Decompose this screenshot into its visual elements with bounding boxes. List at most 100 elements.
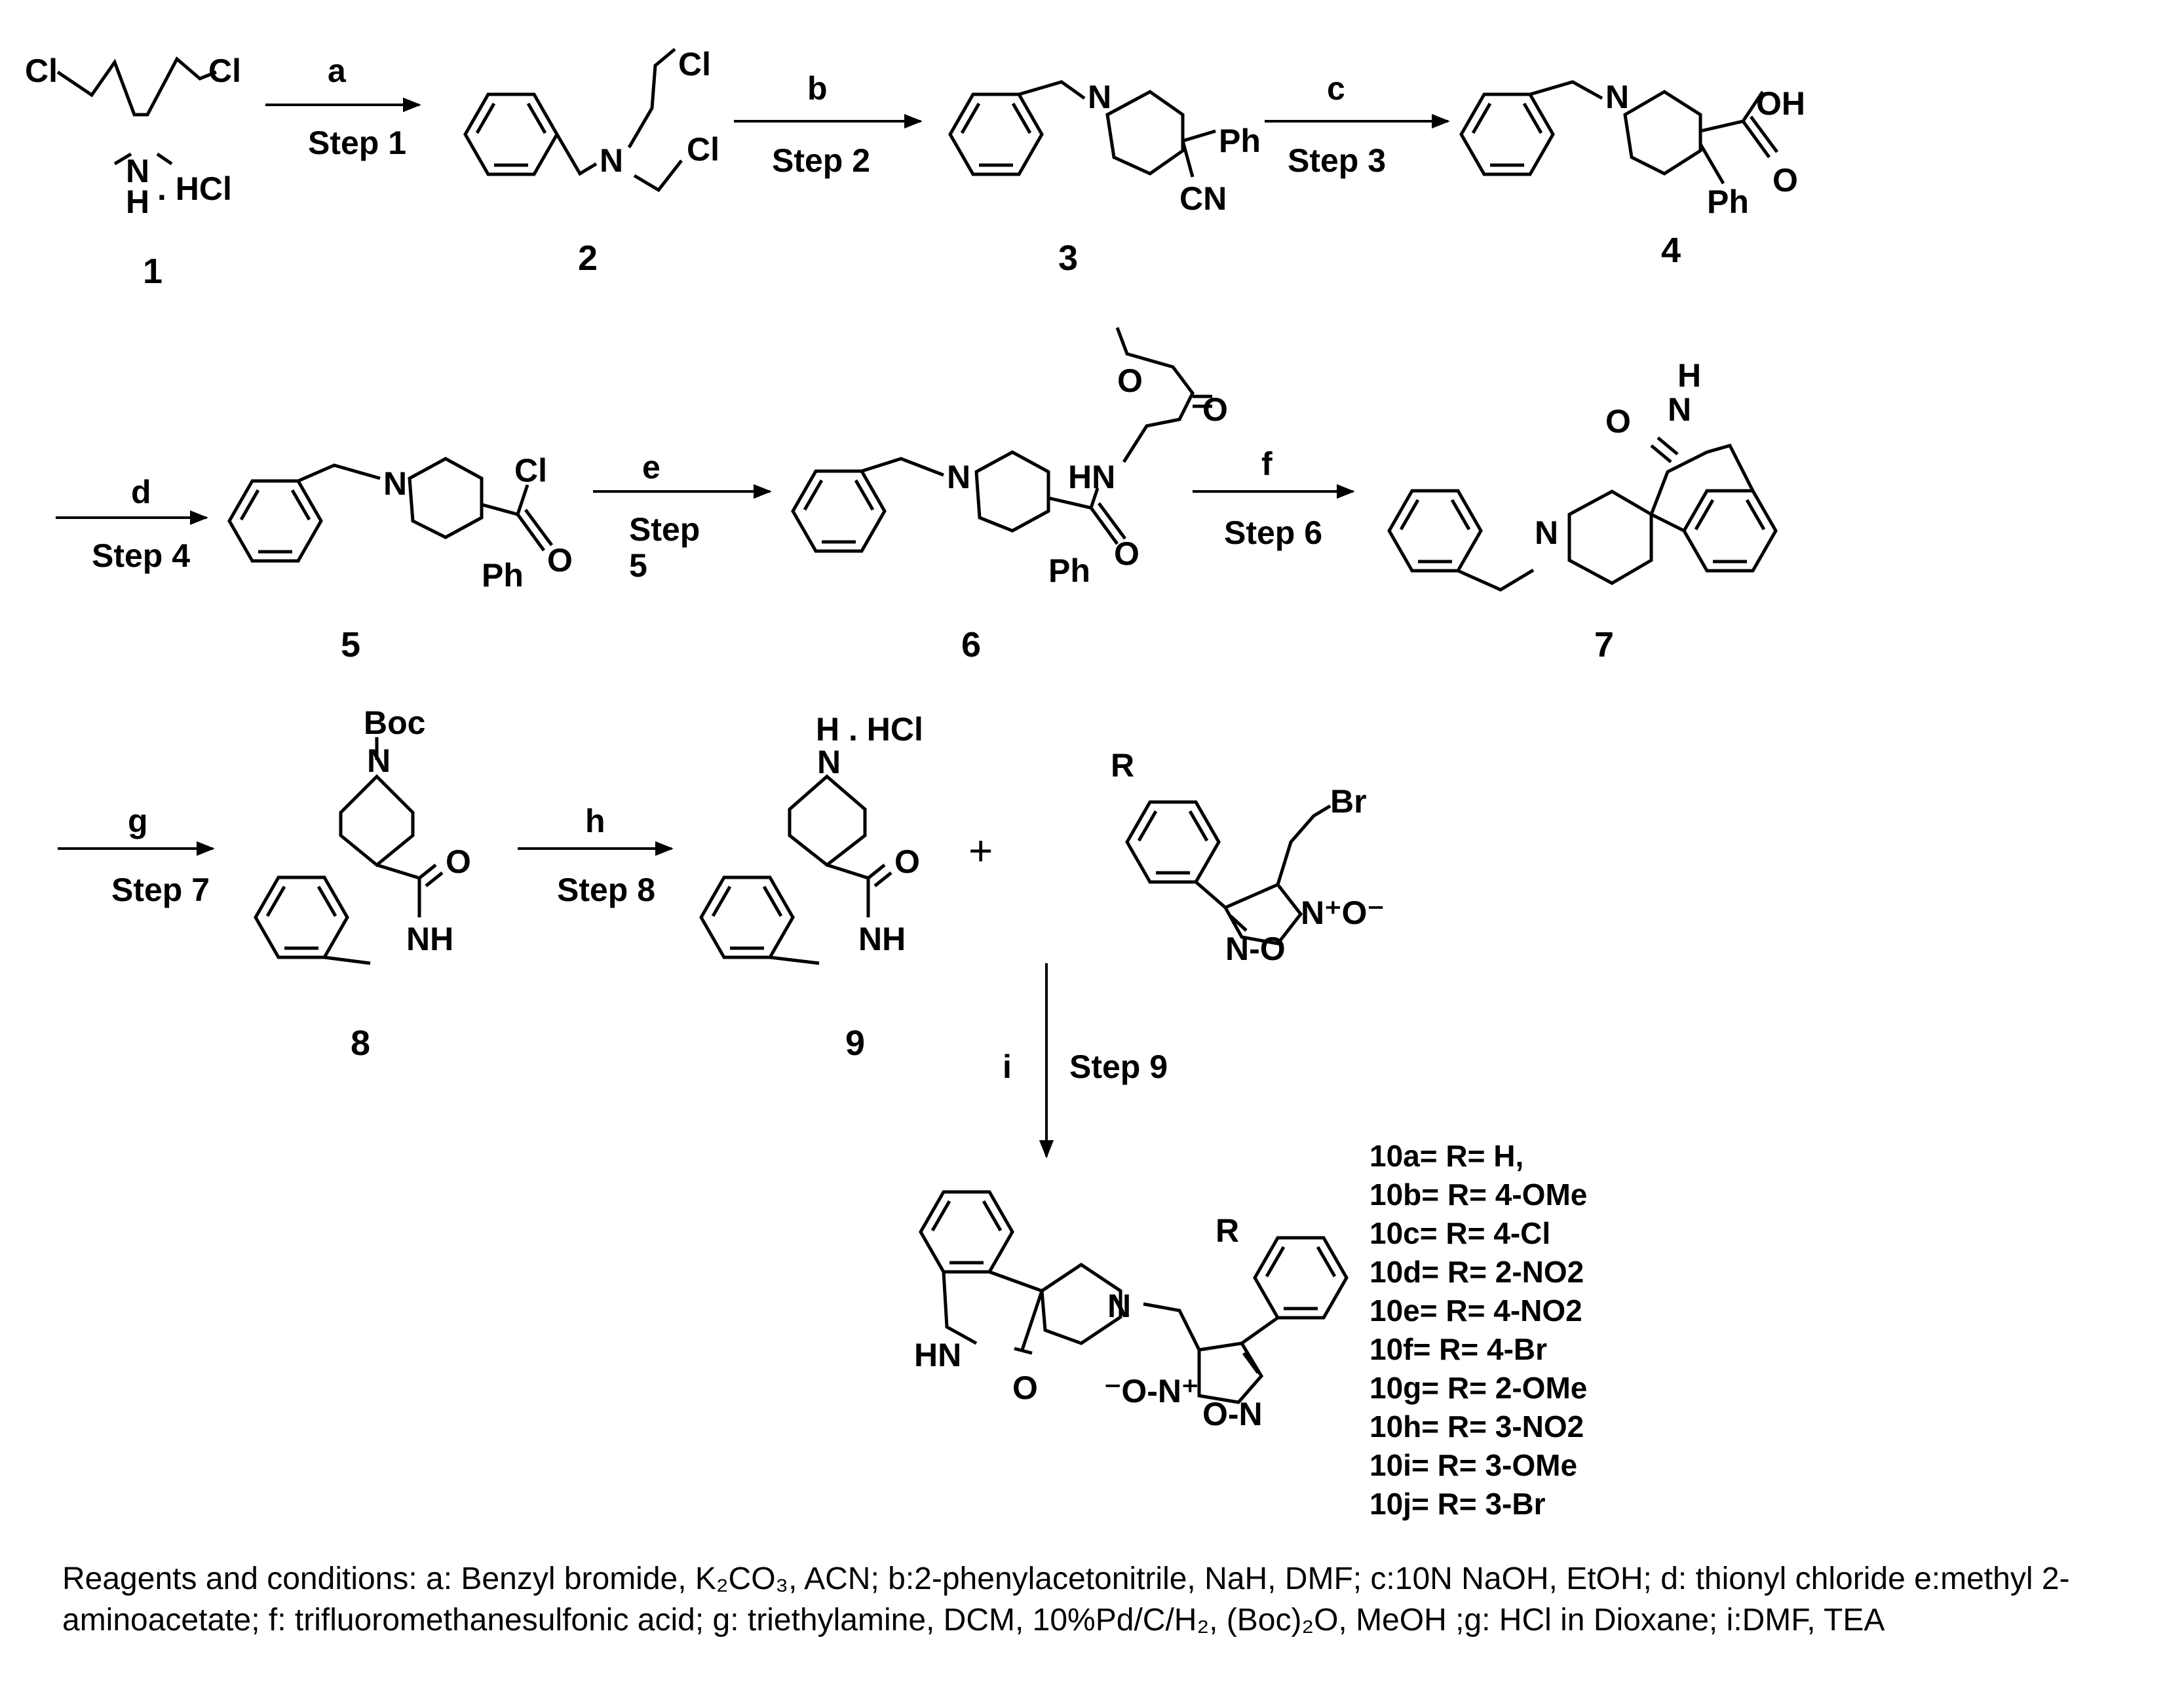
product-list-item: 10a= R= H, xyxy=(1370,1139,1523,1173)
compound-7-o: O xyxy=(1605,403,1631,440)
furoxan-reagent-br: Br xyxy=(1330,783,1367,820)
compound-3-n: N xyxy=(1088,79,1111,115)
product-10-bonds xyxy=(942,1262,1279,1404)
compound-7-bonds xyxy=(1457,436,1755,592)
compound-5-o: O xyxy=(547,542,573,579)
compound-8-label: 8 xyxy=(351,1024,370,1063)
arrow-b-step: Step 2 xyxy=(772,142,870,179)
compound-5-label: 5 xyxy=(341,625,360,664)
product-list-item: 10f= R= 4-Br xyxy=(1370,1332,1547,1366)
furoxan-reagent-bonds xyxy=(1195,804,1331,946)
compound-3-ph: Ph xyxy=(1219,123,1261,159)
compound-2-label: 2 xyxy=(578,239,598,278)
product-10-r: R xyxy=(1216,1212,1239,1249)
compound-5-cl: Cl xyxy=(514,452,547,489)
product-list-item: 10g= R= 2-OMe xyxy=(1370,1371,1587,1405)
arrow-c-reagent: c xyxy=(1327,70,1345,107)
compound-8-nh: NH xyxy=(406,921,453,957)
compound-1-cl-left: Cl xyxy=(25,52,58,89)
compound-4-ph: Ph xyxy=(1707,183,1749,220)
arrow-i-step: Step 9 xyxy=(1069,1048,1168,1085)
compound-7-n-piperidine: N xyxy=(1535,514,1558,551)
arrow-f-reagent: f xyxy=(1261,446,1273,482)
compound-3-label: 3 xyxy=(1058,239,1078,278)
product-10-ominus-nplus: ⁻O-N⁺ xyxy=(1104,1373,1198,1409)
compound-6-o-ester: O xyxy=(1117,362,1143,399)
compound-2-cl-right: Cl xyxy=(687,131,719,168)
arrow-e-reagent: e xyxy=(642,449,661,486)
arrow-h-step: Step 8 xyxy=(557,872,655,908)
compound-4-n: N xyxy=(1605,79,1629,115)
compound-1-n: N xyxy=(126,153,149,189)
compound-1-label: 1 xyxy=(143,252,163,291)
furoxan-reagent-nplus-ominus: N⁺O⁻ xyxy=(1301,894,1385,931)
compound-4-benzene xyxy=(1461,94,1553,174)
compound-2-benzene xyxy=(465,94,557,174)
compound-9-benzene xyxy=(701,877,793,957)
furoxan-reagent-benzene xyxy=(1127,802,1219,882)
compound-9-nh: NH xyxy=(858,921,906,957)
compound-4-oh: OH xyxy=(1756,85,1805,122)
compound-1-h: H xyxy=(126,183,149,220)
compound-8-bonds xyxy=(324,737,444,965)
arrow-d-reagent: d xyxy=(131,474,151,510)
compound-9-o: O xyxy=(894,843,920,880)
compound-3-benzene xyxy=(950,94,1042,174)
reagents-caption: Reagents and conditions: a: Benzyl bromi… xyxy=(62,1561,2070,1638)
plus-sign: + xyxy=(968,827,993,874)
compound-1-hcl: . HCl xyxy=(157,170,232,207)
compound-6-n: N xyxy=(947,459,970,495)
product-10-o: O xyxy=(1012,1370,1038,1406)
compound-7-n-lactam: N xyxy=(1668,391,1691,428)
compound-5-benzene xyxy=(229,481,321,561)
compound-4-label: 4 xyxy=(1661,231,1681,270)
arrow-d-step: Step 4 xyxy=(92,537,190,574)
compound-2-n: N xyxy=(600,142,623,179)
compound-5-bonds xyxy=(297,457,554,552)
compound-5-n: N xyxy=(383,465,407,502)
product-list-item: 10d= R= 2-NO2 xyxy=(1370,1255,1584,1289)
furoxan-reagent-r: R xyxy=(1111,747,1134,784)
product-10-hn: HN xyxy=(914,1337,961,1373)
compound-6-o-carbonyl: O xyxy=(1202,391,1228,428)
compound-5-ph: Ph xyxy=(482,557,524,594)
product-10-aryl-benzene xyxy=(1255,1238,1347,1318)
compound-2-bonds xyxy=(555,48,683,193)
compound-6-ph: Ph xyxy=(1048,552,1090,589)
arrow-g-reagent: g xyxy=(128,803,148,839)
compound-2-cl-top: Cl xyxy=(678,46,711,83)
compound-6-hn: HN xyxy=(1068,459,1115,495)
arrow-i-reagent: i xyxy=(1003,1048,1012,1085)
arrow-e-step-number: 5 xyxy=(629,547,647,584)
product-10-benzene xyxy=(921,1192,1012,1272)
compound-8-o: O xyxy=(446,843,471,880)
compound-9-h-hcl: H . HCl xyxy=(816,711,923,748)
compound-7-h: H xyxy=(1677,357,1701,394)
compound-6-benzene xyxy=(793,471,885,551)
arrow-h-reagent: h xyxy=(585,803,605,839)
product-list-item: 10h= R= 3-NO2 xyxy=(1370,1409,1584,1444)
product-r-group-list: 10a= R= H, 10b= R= 4-OMe 10c= R= 4-Cl 10… xyxy=(1370,1139,1587,1521)
product-list-item: 10b= R= 4-OMe xyxy=(1370,1178,1587,1212)
compound-6-label: 6 xyxy=(961,625,981,664)
compound-6-o-amide: O xyxy=(1114,535,1140,572)
compound-3-cn: CN xyxy=(1179,180,1227,217)
compound-1-cl-right: Cl xyxy=(208,52,241,89)
compound-1-structure xyxy=(56,56,217,117)
product-list-item: 10i= R= 3-OMe xyxy=(1370,1448,1577,1482)
compound-9-bonds xyxy=(769,774,892,965)
compound-7-label: 7 xyxy=(1594,625,1614,664)
compound-6-bonds xyxy=(861,327,1212,545)
compound-9-n: N xyxy=(817,744,841,780)
compound-8-n: N xyxy=(367,742,391,779)
compound-4-bonds xyxy=(1529,80,1779,185)
arrow-e-step: Step xyxy=(629,511,700,548)
arrow-a-reagent: a xyxy=(328,52,347,89)
product-10-o-n: O-N xyxy=(1202,1396,1263,1432)
compound-7-fused-benzene xyxy=(1684,491,1776,571)
compound-7-benzene xyxy=(1389,491,1481,571)
arrow-g-step: Step 7 xyxy=(111,872,210,908)
compound-9-label: 9 xyxy=(845,1024,865,1063)
arrow-f-step: Step 6 xyxy=(1224,514,1322,551)
